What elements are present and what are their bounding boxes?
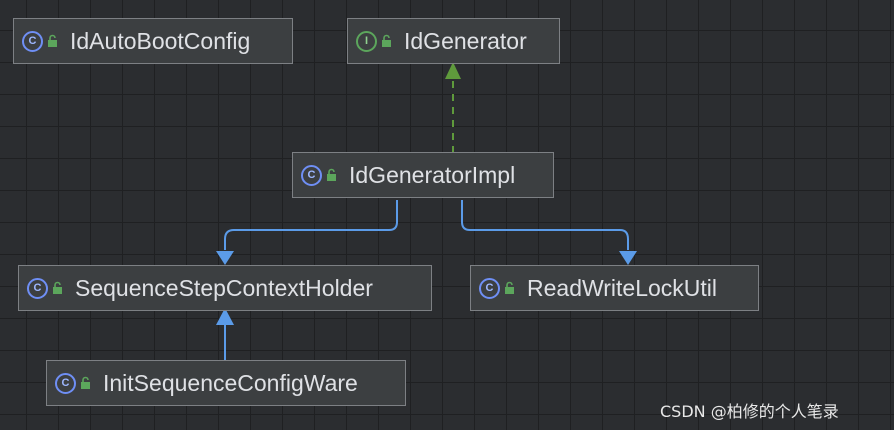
node-name: IdGenerator — [404, 27, 527, 54]
dependency-arrowhead-sequence-holder — [216, 251, 234, 265]
node-id-generator[interactable]: I IdGenerator — [347, 18, 560, 64]
lock-icon — [327, 168, 336, 181]
node-name: InitSequenceConfigWare — [103, 369, 358, 396]
extends-arrowhead — [216, 308, 234, 325]
node-name: IdAutoBootConfig — [70, 27, 251, 54]
lock-icon — [505, 281, 514, 294]
dependency-edge-sequence-holder — [224, 200, 398, 250]
dependency-arrowhead-lock-util — [619, 251, 637, 265]
lock-icon — [81, 376, 90, 389]
node-name: ReadWriteLockUtil — [527, 274, 718, 301]
class-icon: C — [301, 164, 322, 186]
interface-icon: I — [356, 30, 377, 52]
node-name: IdGeneratorImpl — [349, 161, 516, 188]
node-name: SequenceStepContextHolder — [75, 274, 373, 301]
watermark: CSDN @柏修的个人笔录 — [660, 402, 839, 421]
class-icon: C — [27, 277, 48, 299]
class-icon: C — [22, 30, 43, 52]
dependency-edge-lock-util — [461, 200, 629, 250]
node-sequence-step-context-holder[interactable]: C SequenceStepContextHolder — [18, 265, 432, 311]
node-id-auto-boot-config[interactable]: C IdAutoBootConfig — [13, 18, 293, 64]
class-icon: C — [479, 277, 500, 299]
lock-icon — [53, 281, 62, 294]
implements-arrowhead — [445, 62, 461, 79]
node-read-write-lock-util[interactable]: C ReadWriteLockUtil — [470, 265, 759, 311]
node-init-sequence-config-ware[interactable]: C InitSequenceConfigWare — [46, 360, 406, 406]
lock-icon — [48, 34, 57, 47]
class-icon: C — [55, 372, 76, 394]
lock-icon — [382, 34, 391, 47]
node-id-generator-impl[interactable]: C IdGeneratorImpl — [292, 152, 554, 198]
